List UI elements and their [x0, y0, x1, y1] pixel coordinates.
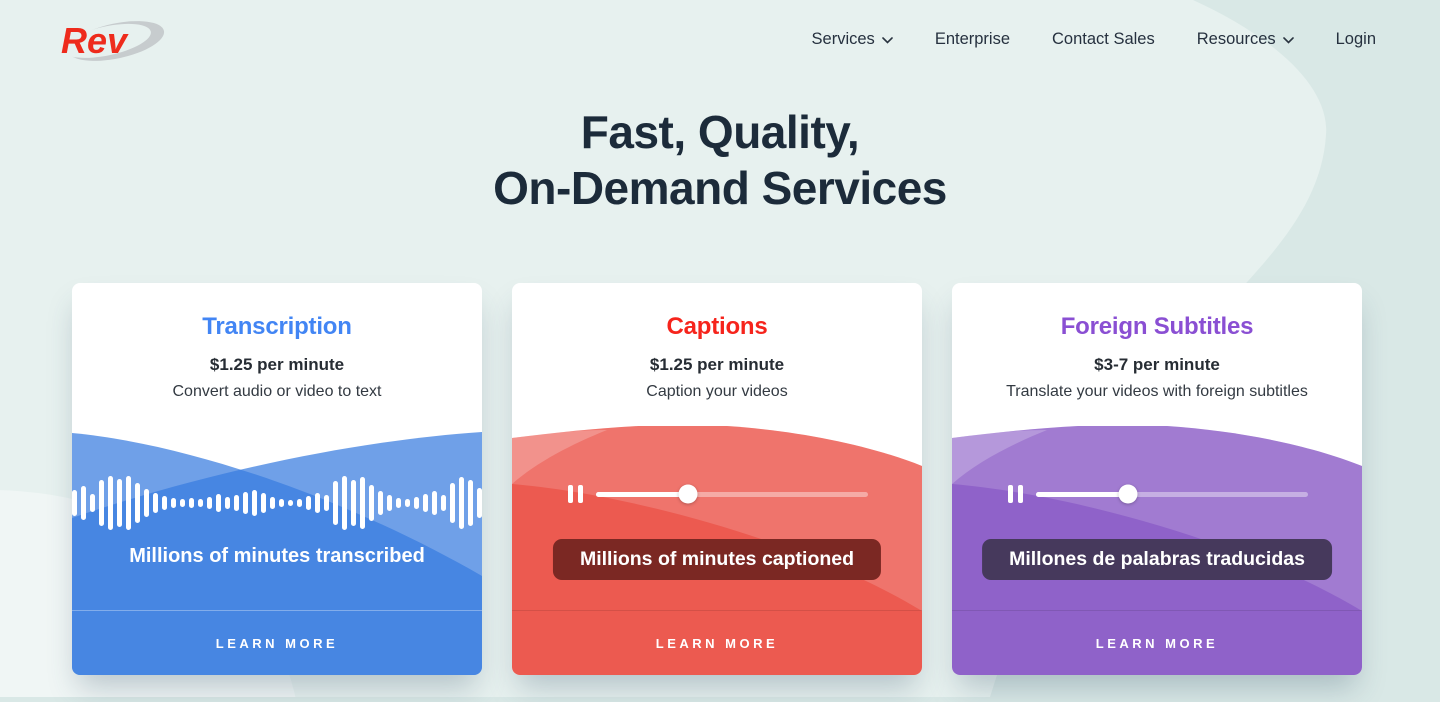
- learn-more-button[interactable]: LEARN MORE: [512, 610, 922, 675]
- nav-label: Services: [811, 29, 875, 48]
- card-art: Millions of minutes captioned LEARN MORE: [512, 426, 922, 676]
- progress-slider: [596, 484, 868, 504]
- hero-title-line1: Fast, Quality,: [580, 106, 860, 158]
- nav-label: Resources: [1196, 29, 1276, 48]
- learn-more-button[interactable]: LEARN MORE: [952, 610, 1362, 675]
- card-description: Convert audio or video to text: [172, 383, 382, 401]
- nav-item-login[interactable]: Login: [1336, 30, 1376, 49]
- learn-more-button[interactable]: LEARN MORE: [72, 610, 482, 675]
- nav-label: Login: [1335, 29, 1376, 48]
- card-captions: Captions $1.25 per minute Caption your v…: [512, 283, 922, 676]
- hero-title: Fast, Quality, On-Demand Services: [0, 104, 1440, 216]
- slider-thumb: [1118, 484, 1138, 504]
- card-title: Transcription: [202, 313, 352, 341]
- card-head: Transcription $1.25 per minute Convert a…: [72, 283, 482, 426]
- nav-item-services[interactable]: Services: [812, 30, 893, 49]
- pause-icon: [568, 485, 583, 504]
- card-price: $1.25 per minute: [209, 355, 345, 375]
- learn-more-label: LEARN MORE: [1095, 635, 1219, 651]
- nav-item-enterprise[interactable]: Enterprise: [935, 30, 1010, 49]
- progress-slider: [1036, 484, 1308, 504]
- learn-more-label: LEARN MORE: [655, 635, 779, 651]
- slider-track: [1036, 491, 1308, 497]
- card-head: Foreign Subtitles $3-7 per minute Transl…: [952, 283, 1362, 426]
- card-head: Captions $1.25 per minute Caption your v…: [512, 283, 922, 426]
- main-nav: Services Enterprise Contact Sales Resour…: [812, 30, 1376, 49]
- card-foreign-subtitles: Foreign Subtitles $3-7 per minute Transl…: [952, 283, 1362, 676]
- header: Rev Services Enterprise Contact Sales Re…: [0, 0, 1440, 66]
- card-price: $3-7 per minute: [1094, 355, 1220, 375]
- nav-item-contact-sales[interactable]: Contact Sales: [1052, 30, 1155, 49]
- card-art: Millones de palabras traducidas LEARN MO…: [952, 426, 1362, 676]
- card-transcription: Transcription $1.25 per minute Convert a…: [72, 283, 482, 676]
- card-title: Foreign Subtitles: [1060, 313, 1254, 341]
- nav-label: Enterprise: [934, 29, 1011, 48]
- hero-title-line2: On-Demand Services: [493, 162, 947, 215]
- card-price: $1.25 per minute: [649, 355, 785, 375]
- caption-badge: Millones de palabras traducidas: [982, 539, 1332, 581]
- nav-item-resources[interactable]: Resources: [1197, 30, 1294, 49]
- pause-icon: [1008, 485, 1023, 504]
- rev-logo[interactable]: Rev: [56, 12, 168, 66]
- media-player-graphic: [1008, 476, 1308, 512]
- waveform-caption: Millions of minutes transcribed: [129, 545, 425, 568]
- learn-more-label: LEARN MORE: [215, 635, 339, 651]
- slider-track: [596, 491, 868, 497]
- media-player-graphic: [568, 476, 868, 512]
- caption-badge: Millions of minutes captioned: [552, 539, 882, 581]
- waveform: [72, 475, 482, 531]
- card-art: Millions of minutes transcribed LEARN MO…: [72, 426, 482, 676]
- card-title: Captions: [666, 313, 768, 341]
- chevron-down-icon: [882, 36, 893, 44]
- rev-logo-text: Rev: [61, 20, 129, 61]
- slider-fill: [1036, 491, 1129, 497]
- chevron-down-icon: [1282, 36, 1294, 44]
- slider-thumb: [678, 484, 698, 504]
- nav-label: Contact Sales: [1052, 29, 1155, 48]
- card-description: Translate your videos with foreign subti…: [1006, 383, 1308, 401]
- slider-fill: [596, 491, 689, 497]
- card-description: Caption your videos: [646, 383, 788, 401]
- service-cards: Transcription $1.25 per minute Convert a…: [0, 283, 1440, 676]
